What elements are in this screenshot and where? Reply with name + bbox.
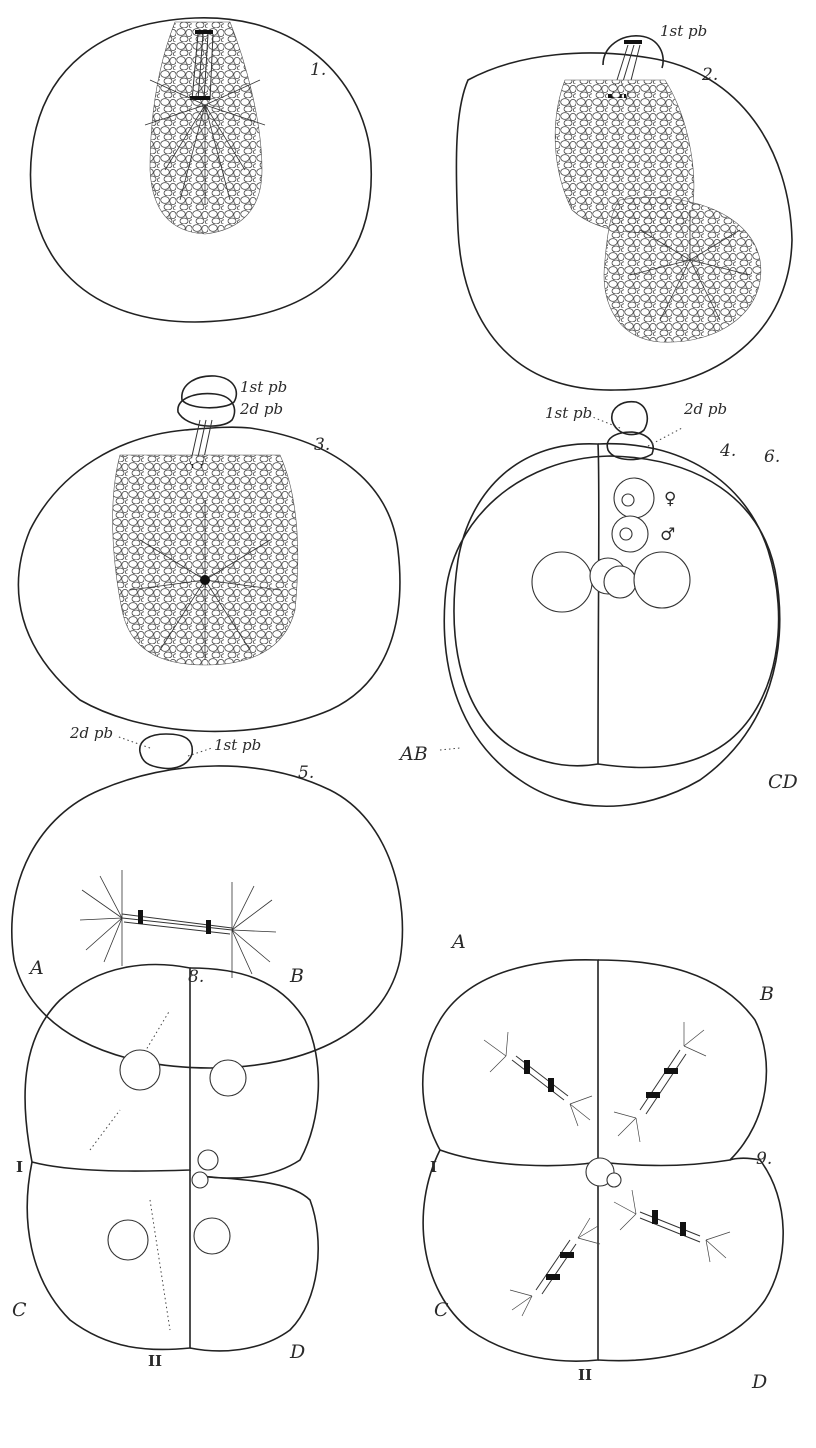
figure-number: 4.: [719, 441, 736, 461]
label-CD: CD: [768, 771, 798, 793]
label-second-polar-body: 2d pb: [69, 724, 113, 742]
figure-number: 8.: [188, 967, 204, 987]
label-D: D: [751, 1371, 767, 1393]
label-II: II: [578, 1366, 592, 1384]
blastomere-A: [25, 965, 190, 1172]
yolk-mass: [150, 22, 262, 234]
aster-left: [80, 870, 122, 966]
label-A: A: [450, 931, 466, 953]
figure-8: 8. A B C D I II: [12, 957, 318, 1370]
label-C: C: [12, 1299, 27, 1321]
label-AB: AB: [398, 743, 428, 765]
polar-body-2: [607, 432, 653, 460]
label-B: B: [289, 965, 304, 987]
spindle-D: [640, 1210, 700, 1242]
label-first-polar-body: 1st pb: [545, 404, 592, 422]
nucleus-right: [634, 552, 690, 608]
egg-outline: [444, 456, 779, 806]
yolk-mass-lower: [604, 198, 761, 343]
label-first-polar-body: 1st pb: [214, 736, 261, 754]
blastomere-A: [423, 960, 598, 1166]
polar-bodies: [140, 734, 193, 768]
polar-body-1: [182, 376, 237, 408]
spindle: [122, 910, 232, 934]
label-first-polar-body: 1st pb: [240, 378, 287, 396]
polar-body: [192, 1172, 208, 1188]
label-second-polar-body: 2d pb: [239, 400, 283, 418]
nucleus-D: [194, 1218, 230, 1254]
label-B: B: [759, 983, 774, 1005]
figure-number: 9.: [756, 1149, 772, 1169]
figure-number: 3.: [314, 435, 330, 455]
figure-2: 2. 1st pb: [456, 22, 792, 390]
blastomere-B: [190, 968, 318, 1178]
spindle-A: [512, 1056, 568, 1100]
label-II: II: [148, 1352, 162, 1370]
nucleus-A: [120, 1050, 160, 1090]
blastomere-D: [598, 1158, 783, 1360]
nucleus-center-2: [604, 566, 636, 598]
nucleus-left: [532, 552, 592, 612]
nucleus-B: [210, 1060, 246, 1096]
label-A: A: [28, 957, 44, 979]
figure-3: 3. 1st pb 2d pb: [18, 376, 399, 731]
nucleus-C: [108, 1220, 148, 1260]
figure-number: 2.: [701, 65, 718, 85]
figure-6: 6. AB CD: [398, 444, 798, 793]
figure-4: 4. 1st pb 2d pb ♀ ♂: [444, 400, 779, 806]
spindle-B: [640, 1050, 686, 1114]
label-female-symbol: ♀: [664, 489, 676, 509]
label-male-symbol: ♂: [660, 525, 675, 545]
figure-1: 1.: [30, 18, 371, 322]
figure-5: 5. 2d pb 1st pb: [12, 724, 403, 1068]
figure-number: 1.: [310, 60, 326, 80]
blastomere-B: [598, 960, 766, 1166]
figure-number: 6.: [764, 447, 780, 467]
figure-9: 9. A B C D I II: [423, 931, 783, 1393]
label-C: C: [434, 1299, 449, 1321]
blastomere-D: [190, 1176, 318, 1351]
polar-body-1: [612, 402, 647, 435]
label-I: I: [430, 1158, 437, 1176]
label-I: I: [16, 1158, 23, 1176]
label-second-polar-body: 2d pb: [683, 400, 727, 418]
figure-number: 5.: [298, 763, 314, 783]
egg-outline: [12, 766, 403, 1068]
blastomere-C: [27, 1162, 190, 1350]
polar-body: [198, 1150, 218, 1170]
label-D: D: [289, 1341, 305, 1363]
spindle-C: [536, 1240, 576, 1294]
label-first-polar-body: 1st pb: [660, 22, 707, 40]
aster-right: [232, 882, 276, 978]
